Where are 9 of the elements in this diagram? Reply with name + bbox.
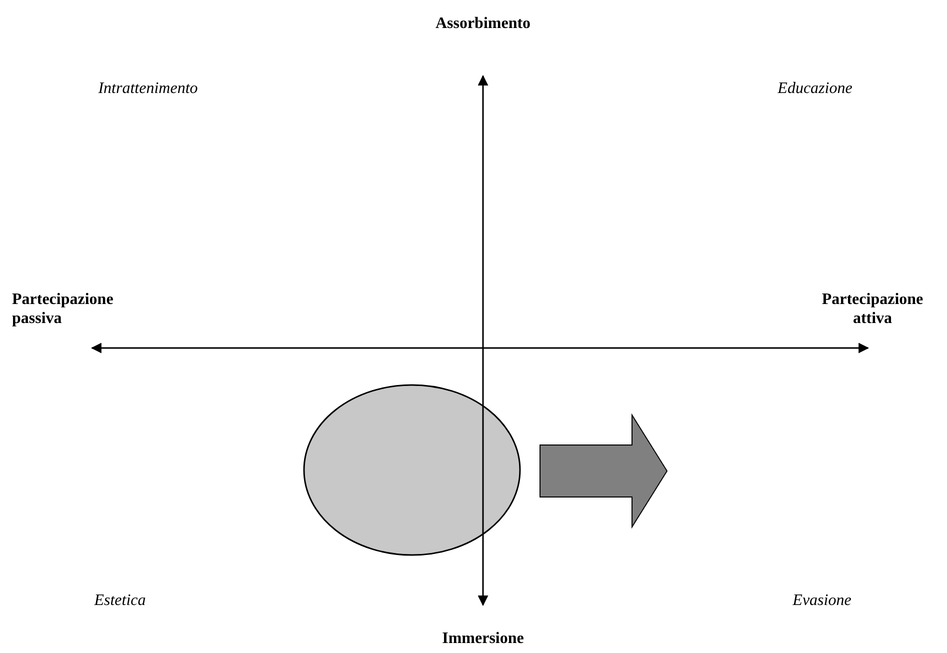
axis-label: Partecipazione attiva (820, 290, 924, 328)
quadrant-label: Evasione (792, 591, 852, 610)
quadrant-label: Estetica (93, 591, 147, 610)
axis-label: Assorbimento (434, 14, 532, 33)
quadrant-label: Intrattenimento (97, 79, 199, 98)
axis-label: Immersione (441, 629, 525, 648)
quadrant-label: Educazione (776, 79, 854, 98)
ellipse-shape (303, 384, 521, 556)
axis-label: Partecipazione passiva (12, 290, 114, 328)
